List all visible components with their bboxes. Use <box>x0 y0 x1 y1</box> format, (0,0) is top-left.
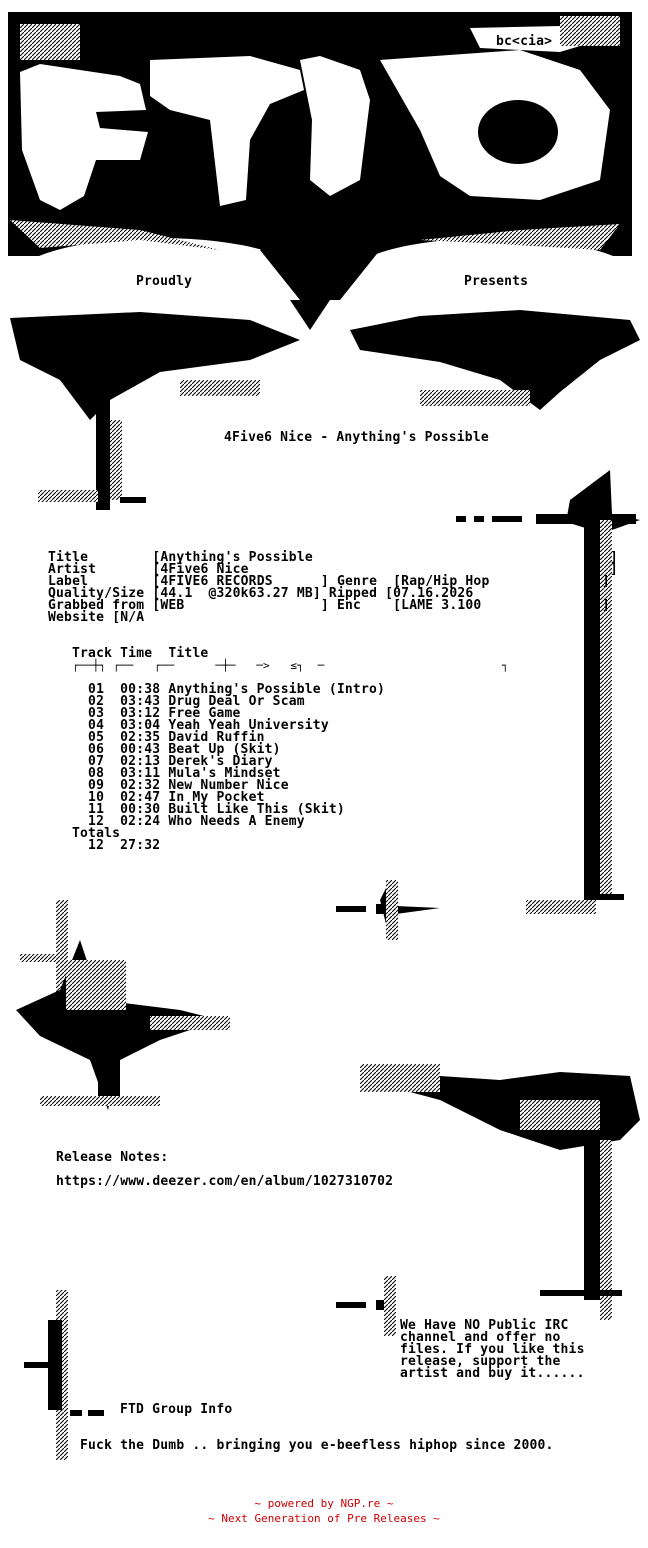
track-row: 06 00:43 Beat Up (Skit) <box>72 742 281 757</box>
right-spike-art <box>456 470 640 914</box>
info-line: Grabbed from [WEB ] Enc [LAME 3.100 ] <box>48 598 610 613</box>
middle-spike-art <box>336 880 440 940</box>
release-notes-url[interactable]: https://www.deezer.com/en/album/10273107… <box>56 1174 394 1189</box>
info-line: Website [N/A ] <box>48 610 648 625</box>
support-line: artist and buy it...... <box>400 1366 585 1381</box>
support-line: channel and offer no <box>400 1330 561 1345</box>
footer-tagline: ~ Next Generation of Pre Releases ~ <box>208 1512 440 1525</box>
track-row: 05 02:35 David Ruffin <box>72 730 265 745</box>
art-tag: bc<cia> <box>496 34 553 49</box>
release-notes-label: Release Notes: <box>56 1150 169 1165</box>
support-line: files. If you like this <box>400 1342 585 1357</box>
tracklist-header: Track Time Title <box>72 646 209 661</box>
right-lower-spike-art <box>360 1064 640 1320</box>
totals-value: 12 27:32 <box>72 838 161 853</box>
track-row: 11 00:30 Built Like This (Skit) <box>72 802 345 817</box>
track-row: 04 03:04 Yeah Yeah University <box>72 718 329 733</box>
track-row: 10 02:47 In My Pocket <box>72 790 265 805</box>
info-line: Label [4FIVE6 RECORDS ] Genre [Rap/Hip H… <box>48 574 610 589</box>
support-line: We Have NO Public IRC <box>400 1318 569 1333</box>
proudly-label: Proudly <box>136 274 193 289</box>
totals-label: Totals <box>72 826 121 841</box>
info-line: Quality/Size [44.1 @320k63.27 MB] Ripped… <box>48 586 602 601</box>
track-row: 07 02:13 Derek's Diary <box>72 754 273 769</box>
track-row: 12 02:24 Who Needs A Enemy <box>72 814 305 829</box>
group-slogan: Fuck the Dumb .. bringing you e-beefless… <box>80 1438 554 1453</box>
release-title: 4Five6 Nice - Anything's Possible <box>224 430 489 445</box>
support-line: release, support the <box>400 1354 561 1369</box>
track-row: 08 03:11 Mula's Mindset <box>72 766 281 781</box>
track-row: 01 00:38 Anything's Possible (Intro) <box>72 682 386 697</box>
mask-art <box>10 224 640 510</box>
bottom-left-spike-art <box>24 1276 396 1460</box>
info-line: Artist [4Five6 Nice ] <box>48 562 618 577</box>
footer: ~ powered by NGP.re ~ ~ Next Generation … <box>0 1496 648 1526</box>
info-line: Title [Anything's Possible ] <box>48 550 618 565</box>
track-row: 09 02:32 New Number Nice <box>72 778 289 793</box>
group-info-title: FTD Group Info <box>120 1402 233 1417</box>
track-row: 03 03:12 Free Game <box>72 706 241 721</box>
tracklist-rule: ┌──┼┐ ┌── ┌── ─┼─ ─> ≤┐ ─ ┐ <box>72 659 509 672</box>
presents-label: Presents <box>464 274 529 289</box>
left-spike-art <box>16 900 230 1110</box>
footer-powered-by[interactable]: ~ powered by NGP.re ~ <box>254 1497 394 1510</box>
track-row: 02 03:43 Drug Deal Or Scam <box>72 694 305 709</box>
